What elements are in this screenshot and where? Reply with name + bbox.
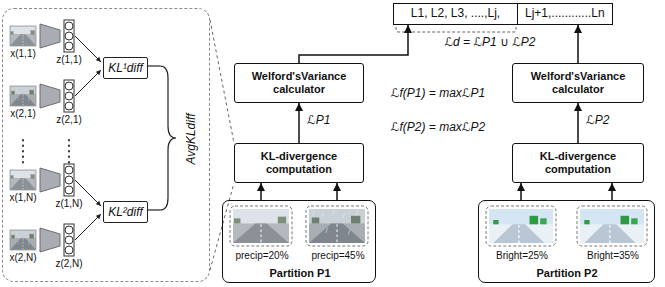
image-caption: precip=45% (311, 250, 364, 261)
flow-arrow (299, 25, 408, 63)
flow-arrow (336, 183, 338, 200)
variable-label: x(2,N) (9, 252, 36, 263)
partition-title: Partition P1 (269, 267, 330, 279)
average-brace (145, 66, 176, 210)
image-caption: Bright=35% (587, 250, 639, 261)
latent-vector (64, 20, 74, 256)
box-label: KL-divergence computation (239, 150, 359, 176)
flow-arrow (577, 25, 579, 63)
edge-label: ℒP1 (305, 113, 332, 127)
process-box: KL-divergence computation (512, 143, 644, 183)
box-label: KL-divergence computation (517, 150, 639, 176)
process-box: Welford'sVariance calculator (234, 63, 364, 103)
flow-arrow (260, 183, 262, 200)
partition-bracket (396, 27, 516, 32)
partition-box: Bright=25% Bright=35% Partition P2 (478, 200, 655, 283)
process-box: Welford'sVariance calculator (512, 63, 644, 103)
loss-list-text: Lj+1,............Ln (518, 4, 612, 24)
flow-arrow (611, 183, 613, 200)
variable-label: x(1,N) (9, 192, 36, 203)
kl-diff-box: KL²diff (103, 201, 148, 223)
edge-label: ℒP2 (584, 113, 611, 127)
ellipsis-dots (23, 140, 69, 164)
formula-label: ℒf(P2) = maxℒP2 (391, 120, 485, 134)
image-caption: precip=20% (235, 250, 288, 261)
average-label: AvgKLdiff (184, 113, 198, 164)
process-box: KL-divergence computation (234, 143, 364, 183)
box-label: Welford'sVariance calculator (239, 70, 359, 96)
variable-label: z(2,1) (56, 114, 82, 125)
image-caption: Bright=25% (496, 250, 548, 261)
variable-label: z(1,N) (55, 198, 82, 209)
latent-to-kl-line (75, 36, 101, 240)
box-label: Welford'sVariance calculator (517, 70, 639, 96)
input-thumbnails (10, 26, 36, 250)
partition-box: precip=20% precip=45% Partition P1 (222, 200, 376, 283)
partition-images (230, 206, 647, 246)
loss-list-box: L1, L2, L3, ....,Lj,Lj+1,............Ln (393, 3, 613, 25)
zoom-panel: AvgKLdiff KL¹diffKL²diff (2, 8, 210, 282)
variable-label: x(1,1) (10, 48, 36, 59)
partition-title: Partition P2 (536, 267, 597, 279)
variable-label: z(1,1) (56, 54, 82, 65)
variable-label: x(2,1) (10, 108, 36, 119)
encoder-symbol (40, 24, 60, 252)
flow-arrow (577, 103, 579, 143)
box-label: KL¹diff (108, 61, 143, 75)
kl-diff-box: KL¹diff (103, 57, 148, 79)
variable-label: z(2,N) (55, 258, 82, 269)
formula-label: ℒf(P1) = maxℒP1 (391, 86, 485, 100)
flow-arrow (298, 103, 300, 143)
loss-list-text: L1, L2, L3, ....,Lj, (394, 4, 518, 24)
flow-arrow (520, 183, 522, 200)
formula-label: ℒd = ℒP1 ∪ ℒP2 (444, 35, 535, 49)
box-label: KL²diff (108, 205, 143, 219)
zoom-line (210, 20, 234, 143)
